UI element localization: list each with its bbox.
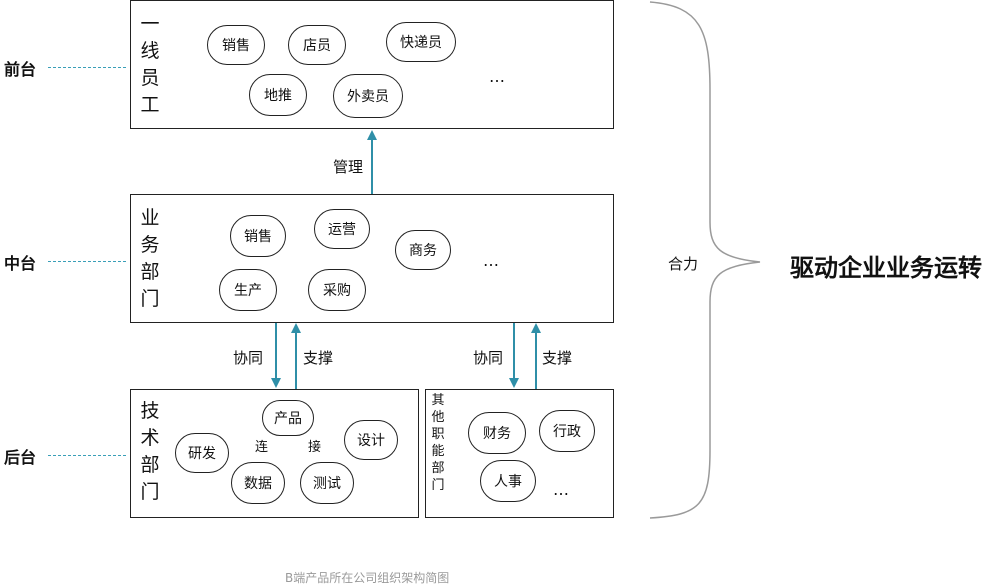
role-clerk-bubble: 店员 <box>288 25 346 65</box>
tier-middle-label: 中台 <box>4 254 37 273</box>
tech-dept-box: 技 术 部 门 产品 研发 设计 数据 测试 连 接 <box>130 389 419 518</box>
tier-back-guide <box>48 455 126 456</box>
tier-front-guide <box>48 67 126 68</box>
tech-title: 技 术 部 门 <box>140 400 160 503</box>
tier-middle-guide <box>48 261 126 262</box>
other-title: 其 他 职 能 部 门 <box>431 393 445 493</box>
support-label-left: 支撑 <box>303 349 334 367</box>
role-sales-bubble: 销售 <box>230 215 286 257</box>
brace-shape <box>649 1 761 519</box>
role-promoter-bubble: 地推 <box>249 74 307 116</box>
conclusion-text: 驱动企业业务运转 <box>790 254 982 282</box>
role-admin-bubble: 行政 <box>539 410 595 452</box>
role-design-bubble: 设计 <box>344 420 398 460</box>
role-finance-bubble: 财务 <box>468 412 526 454</box>
role-delivery-bubble: 外卖员 <box>333 74 403 118</box>
business-title: 业 务 部 门 <box>140 207 160 310</box>
role-product-bubble: 产品 <box>262 400 314 436</box>
figure-caption: B端产品所在公司组织架构简图 <box>285 571 450 585</box>
role-sales-bubble: 销售 <box>207 25 265 65</box>
role-test-bubble: 测试 <box>300 462 354 504</box>
tech-link-label-right: 接 <box>308 440 322 455</box>
role-data-bubble: 数据 <box>231 462 285 504</box>
manage-label: 管理 <box>333 158 364 176</box>
role-operations-bubble: 运营 <box>314 209 370 249</box>
role-purchasing-bubble: 采购 <box>308 269 366 311</box>
tech-link-label-left: 连 <box>255 440 269 455</box>
role-bizdev-bubble: 商务 <box>395 230 451 270</box>
role-dev-bubble: 研发 <box>175 433 229 473</box>
other-dept-box: 其 他 职 能 部 门 财务 行政 人事 … <box>425 389 614 518</box>
frontline-more: … <box>489 67 506 86</box>
cooperate-label-left: 协同 <box>233 349 264 367</box>
business-dept-box: 业 务 部 门 销售 运营 商务 生产 采购 … <box>130 194 614 323</box>
role-production-bubble: 生产 <box>219 269 277 311</box>
support-label-right: 支撑 <box>542 349 573 367</box>
tier-front-label: 前台 <box>4 60 37 79</box>
other-more: … <box>553 480 570 499</box>
tier-back-label: 后台 <box>4 448 37 467</box>
frontline-title: 一 线 员 工 <box>140 13 160 116</box>
business-more: … <box>483 251 500 270</box>
synergy-label: 合力 <box>668 255 699 273</box>
frontline-staff-box: 一 线 员 工 销售 店员 快递员 地推 外卖员 … <box>130 0 614 129</box>
role-hr-bubble: 人事 <box>480 460 536 502</box>
role-courier-bubble: 快递员 <box>386 22 456 62</box>
cooperate-label-right: 协同 <box>473 349 504 367</box>
